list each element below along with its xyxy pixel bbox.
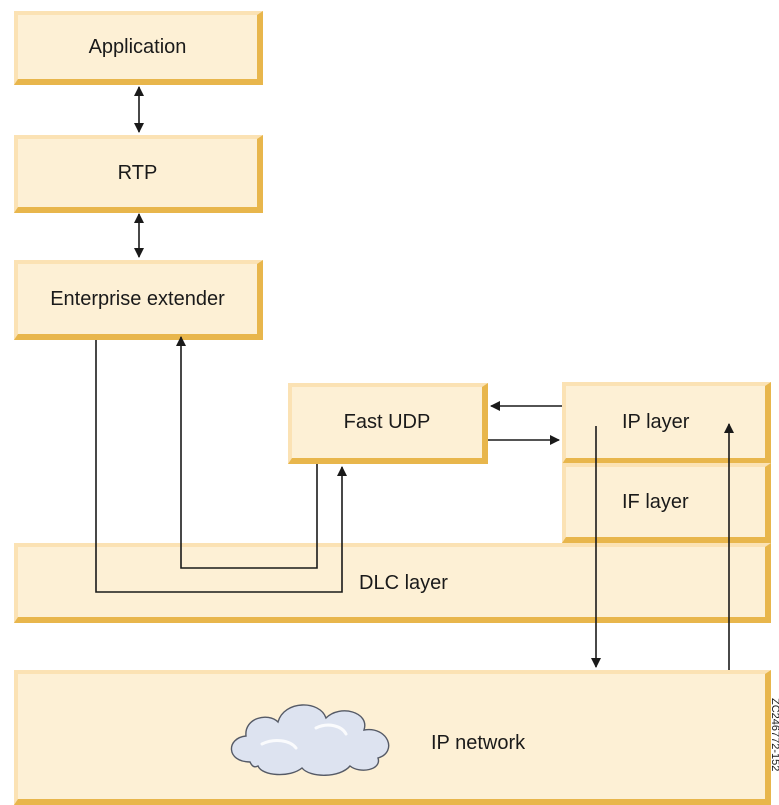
rtp-box: RTP [14,135,263,213]
fastudp-to-ee-path [176,336,318,569]
application-box: Application [14,11,263,85]
application-label: Application [88,35,187,58]
dlc-layer-label: DLC layer [359,572,448,594]
fast-udp-label: Fast UDP [343,411,431,433]
figure-id: ZC246772-152 [769,698,779,772]
dlc-layer-box [14,543,771,623]
if-layer-box: IF layer [562,463,771,543]
enterprise-extender-box: Enterprise extender [14,260,263,340]
ip-network-box [14,670,771,805]
cloud-icon [230,704,390,776]
ip-layer-label: IP layer [622,410,690,433]
ee-to-fastudp-path [95,340,347,593]
if-layer-label: IF layer [622,490,689,513]
rtp-label: RTP [117,161,158,184]
enterprise-extender-label: Enterprise extender [50,287,225,310]
ip-network-label: IP network [431,732,526,754]
ip-layer-box: IP layer [562,382,771,464]
fast-udp-box: Fast UDP [288,383,488,464]
